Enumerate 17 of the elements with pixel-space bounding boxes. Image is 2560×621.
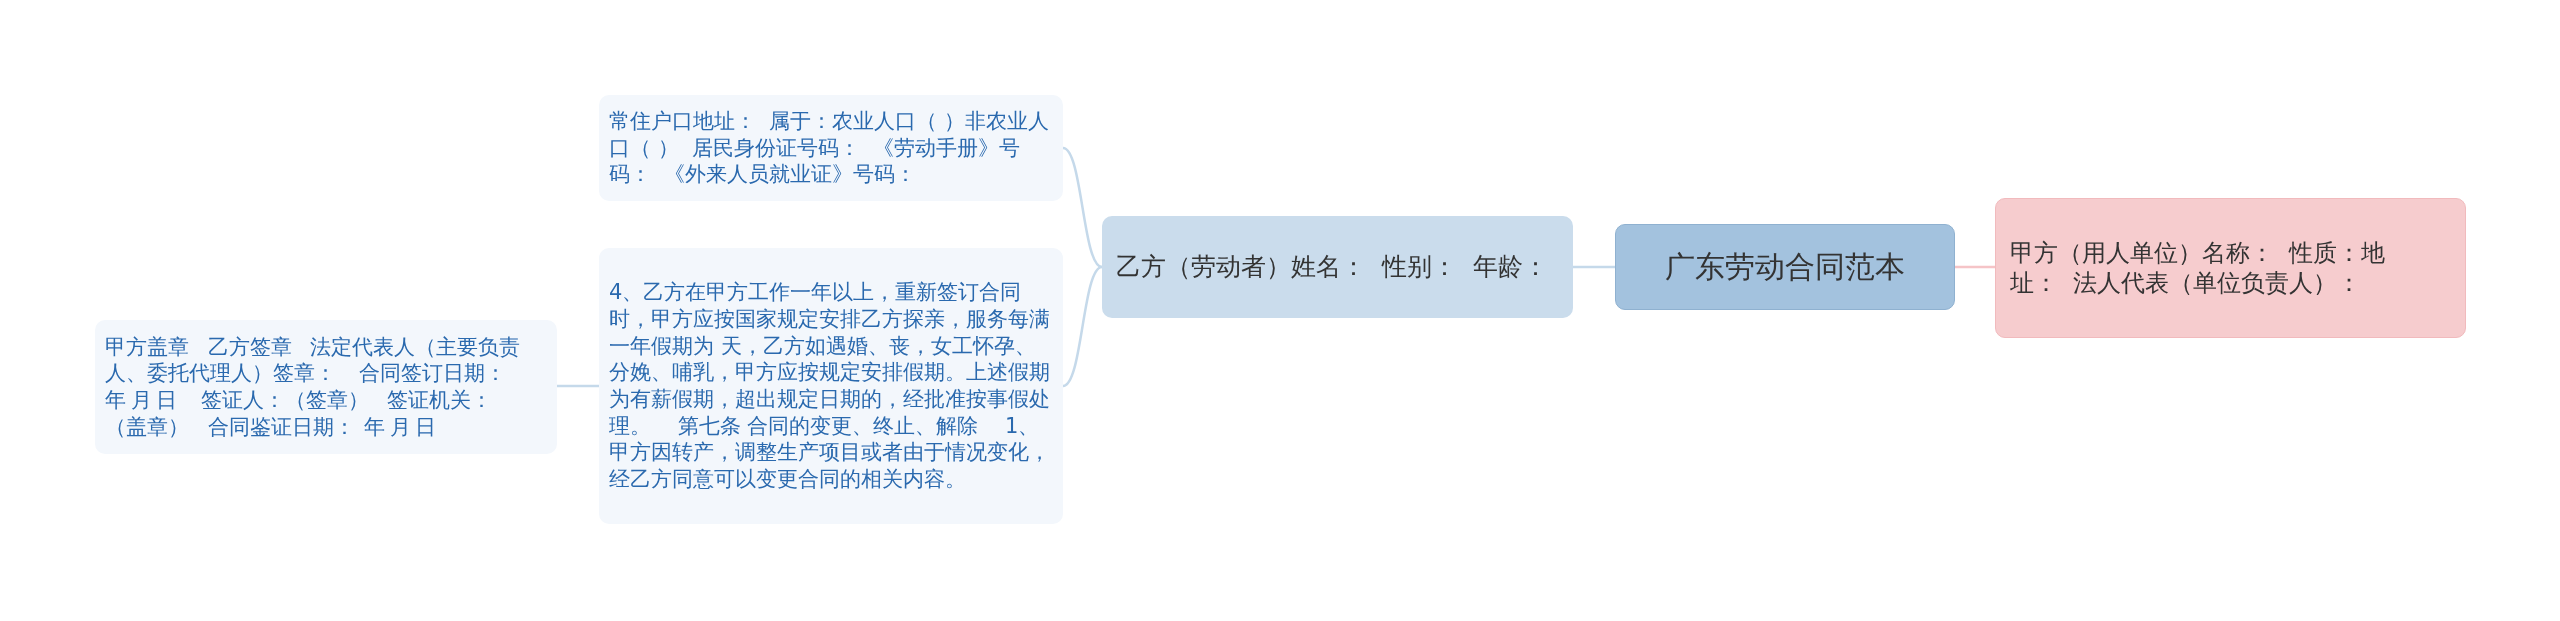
connector-line [1955,265,1995,269]
topic-box [1102,216,1573,318]
connector-line [1062,146,1103,269]
topic-text: 4、乙方在甲方工作一年以上，重新签订合同时，甲方应按国家规定安排乙方探亲，服务每满一年假期为 天，乙方如遇婚、丧，女工怀孕、分娩、哺乳，甲方应按规定安排假期。上述假期为有薪假期，超出规定日期的，经批准按事假处理。 第七条 合同的变更、终止、解除 1、甲方因转产，调整生产项目或者由于情况变化，经乙方同意可以变更合同的相关内容。 [609,279,1051,493]
topic-box [599,248,1063,524]
topic-text: 甲方（用人单位）名称： 性质：地址： 法人代表（单位负责人）： [2010,237,2387,299]
connector-line [557,384,599,388]
topic-box [95,320,557,454]
topic-text: 常住户口地址： 属于：农业人口（ ）非农业人口（ ） 居民身份证号码： 《劳动手册》号码： 《外来人员就业证》号码： [609,108,1051,188]
topic-text: 甲方盖章 乙方签章 法定代表人（主要负责人、委托代理人）签章： 合同签订日期：年 月 日 签证人：（签章） 签证机关：（盖章） 合同鉴证日期： 年 月 日 [105,333,521,441]
connector-line [1573,265,1615,269]
topic-text: 乙方（劳动者）姓名： 性别： 年龄： [1116,251,1548,283]
topic-text: 广东劳动合同范本 [1665,247,1905,286]
topic-box [1995,198,2466,338]
topic-box [599,95,1063,201]
central-topic-box [1615,224,1955,310]
connector-line [1062,265,1103,388]
